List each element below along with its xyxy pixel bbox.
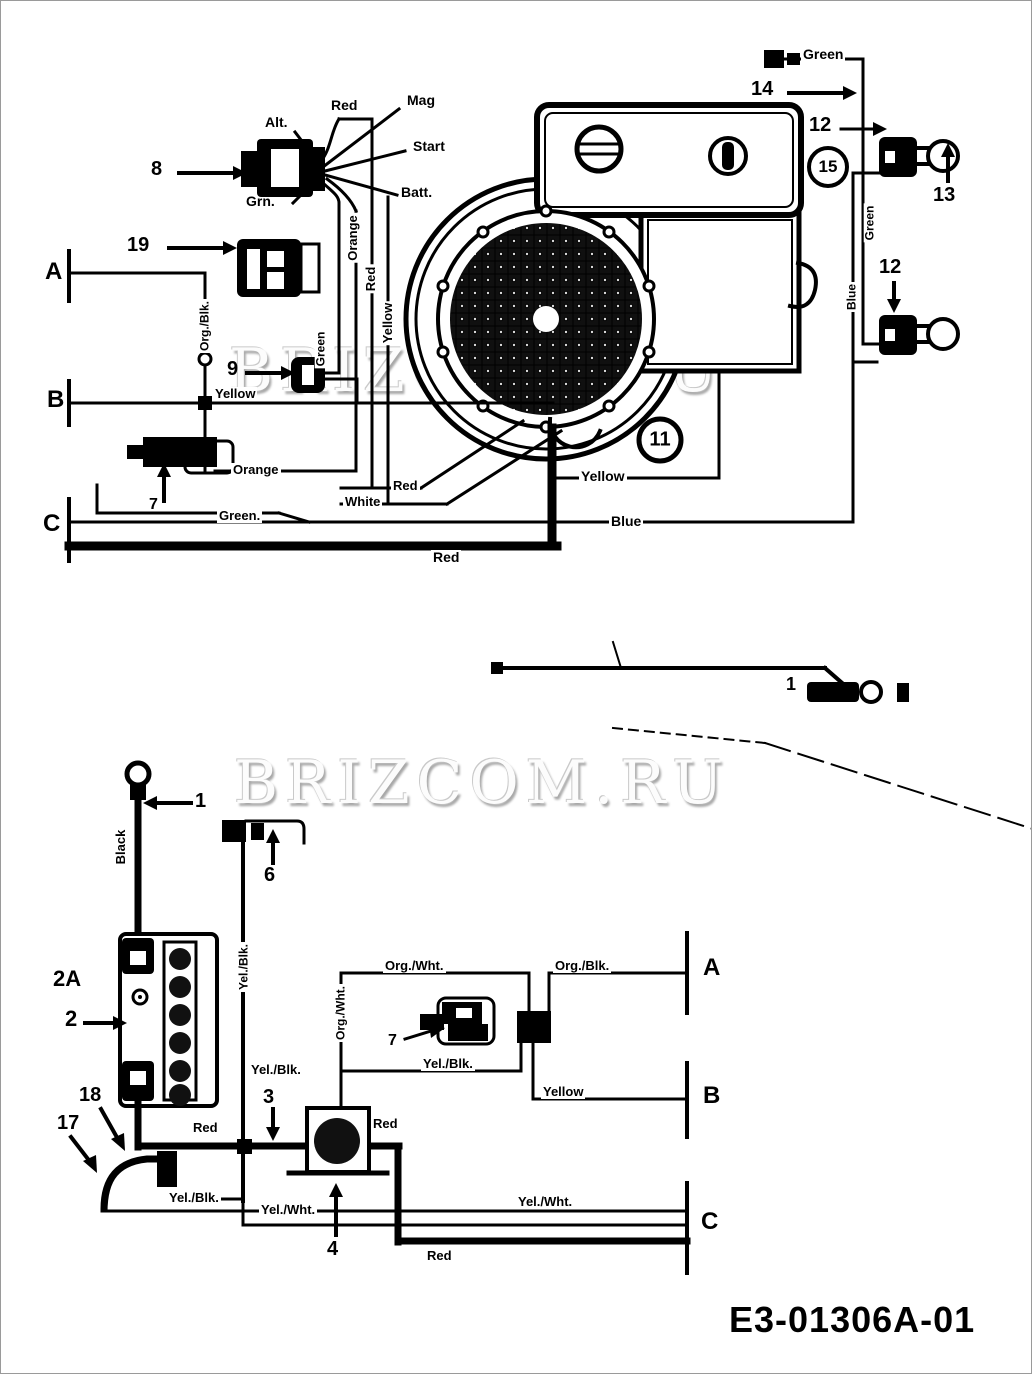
throttle-cable bbox=[491, 640, 1031, 830]
wire-label-red-solenoid: Red bbox=[371, 1116, 400, 1131]
callout-19: 19 bbox=[127, 234, 150, 256]
switch-label-alt: Alt. bbox=[265, 114, 288, 130]
wire-label-orange-h: Orange bbox=[231, 462, 281, 477]
callout-2a: 2A bbox=[53, 966, 82, 991]
bulb-socket bbox=[879, 315, 917, 355]
engine-bracket bbox=[534, 102, 804, 218]
wire-label-yelblk-h2: Yel./Blk. bbox=[249, 1062, 303, 1077]
callout-9: 9 bbox=[227, 358, 239, 380]
watermark-text: BRIZCOM.RU bbox=[234, 748, 731, 818]
ignition-switch bbox=[177, 106, 407, 506]
spark-plug-cable bbox=[124, 760, 193, 940]
switch-label-grn: Grn. bbox=[246, 193, 275, 209]
wire-label-yellow-bottom: Yellow bbox=[541, 1084, 586, 1099]
switch-label-red: Red bbox=[331, 97, 358, 113]
wire-label-white: White bbox=[343, 494, 383, 509]
wire-label-orgwht-vert: Org./Wht. bbox=[333, 984, 348, 1042]
bracket-screw-left bbox=[574, 124, 624, 174]
wire-label-blue-vert: Blue bbox=[844, 281, 859, 313]
callout-4: 4 bbox=[327, 1238, 339, 1260]
connector-19 bbox=[167, 239, 321, 297]
fuse-holder-6 bbox=[222, 819, 306, 865]
callout-18: 18 bbox=[79, 1084, 102, 1106]
wire-label-green-h: Green. bbox=[217, 508, 263, 523]
wire-label-yelblk-h1: Yel./Blk. bbox=[421, 1056, 475, 1071]
callout-2: 2 bbox=[65, 1006, 78, 1031]
starter-motor-bottom bbox=[403, 996, 551, 1046]
wire-label-red-bottom: Red bbox=[425, 1248, 454, 1263]
callout-7-bottom: 7 bbox=[388, 1032, 397, 1049]
bulb bbox=[926, 317, 960, 351]
rail-b-top: B bbox=[47, 386, 65, 413]
callout-11: 11 bbox=[649, 428, 671, 451]
switch-label-batt: Batt. bbox=[401, 184, 433, 200]
wire-label-blue-h: Blue bbox=[609, 513, 644, 529]
connector-block bbox=[517, 1011, 551, 1043]
wire-label-yellow-9: Yellow bbox=[213, 386, 258, 401]
rail-c-top: C bbox=[43, 510, 61, 537]
callout-17: 17 bbox=[57, 1112, 80, 1134]
callout-13: 13 bbox=[933, 184, 956, 206]
switch-label-start: Start bbox=[413, 138, 445, 154]
wire-label-red-battery: Red bbox=[191, 1120, 220, 1135]
bottom-thin-wires bbox=[102, 841, 689, 1227]
callout-12-upper: 12 bbox=[809, 114, 832, 136]
callout-7-top: 7 bbox=[149, 496, 158, 513]
top-rails bbox=[64, 249, 855, 563]
wire-label-yellow-vert: Yellow bbox=[380, 300, 396, 346]
switch-label-mag: Mag bbox=[407, 92, 435, 108]
wire-label-red-diag: Red bbox=[391, 478, 420, 493]
callout-1-middle: 1 bbox=[786, 674, 797, 694]
wire-label-yelblk-vert: Yel./Blk. bbox=[236, 941, 251, 993]
wire-label-orgblk-vert: Org./Blk. bbox=[197, 298, 212, 354]
bulb-socket bbox=[879, 137, 917, 177]
callout-6: 6 bbox=[264, 864, 276, 886]
wire-label-orgblk-h: Org./Blk. bbox=[553, 958, 612, 973]
wire-label-orgwht-h: Org./Wht. bbox=[383, 958, 446, 973]
callout-15: 15 bbox=[818, 157, 838, 177]
document-code: E3-01306A-01 bbox=[729, 1299, 976, 1340]
rail-c-bottom: C bbox=[701, 1208, 719, 1235]
wire-label-green-top: Green bbox=[801, 46, 846, 62]
battery-red-cable bbox=[134, 1097, 691, 1246]
headlight-circuit bbox=[764, 50, 960, 524]
wire-label-red-bus: Red bbox=[431, 549, 462, 565]
wire-label-yelwht-2: Yel./Wht. bbox=[516, 1194, 575, 1209]
bottom-callout-arrows bbox=[266, 1107, 343, 1237]
wire-label-red-vert: Red bbox=[363, 264, 379, 294]
wire-label-yellow-engine: Yellow bbox=[579, 468, 627, 484]
wire-label-yelwht-1: Yel./Wht. bbox=[259, 1202, 318, 1217]
engine-hook bbox=[787, 260, 818, 309]
callout-3: 3 bbox=[263, 1086, 275, 1108]
wire-label-black-vert: Black bbox=[113, 827, 129, 867]
callout-12-lower: 12 bbox=[879, 256, 902, 278]
engine-assembly bbox=[403, 102, 818, 462]
callout-14: 14 bbox=[751, 78, 774, 100]
callout-8: 8 bbox=[151, 158, 163, 180]
callout-circle-11 bbox=[636, 416, 684, 464]
wire-label-orange-vert: Orange bbox=[345, 213, 361, 263]
callout-1-bottom: 1 bbox=[195, 790, 207, 812]
wire-label-green-vert-right: Green bbox=[862, 203, 877, 243]
wire-label-yelblk-h3: Yel./Blk. bbox=[167, 1190, 221, 1205]
callout-circle-15 bbox=[807, 146, 849, 188]
battery bbox=[83, 932, 219, 1108]
starter-motor-top bbox=[95, 437, 358, 524]
rail-b-bottom: B bbox=[703, 1082, 721, 1109]
solenoid bbox=[286, 1106, 390, 1176]
clip-17-18 bbox=[68, 1106, 245, 1213]
wire-label-green-vert-left: Green bbox=[313, 329, 328, 369]
rail-a-top: A bbox=[45, 258, 63, 285]
rail-a-bottom: A bbox=[703, 954, 721, 981]
